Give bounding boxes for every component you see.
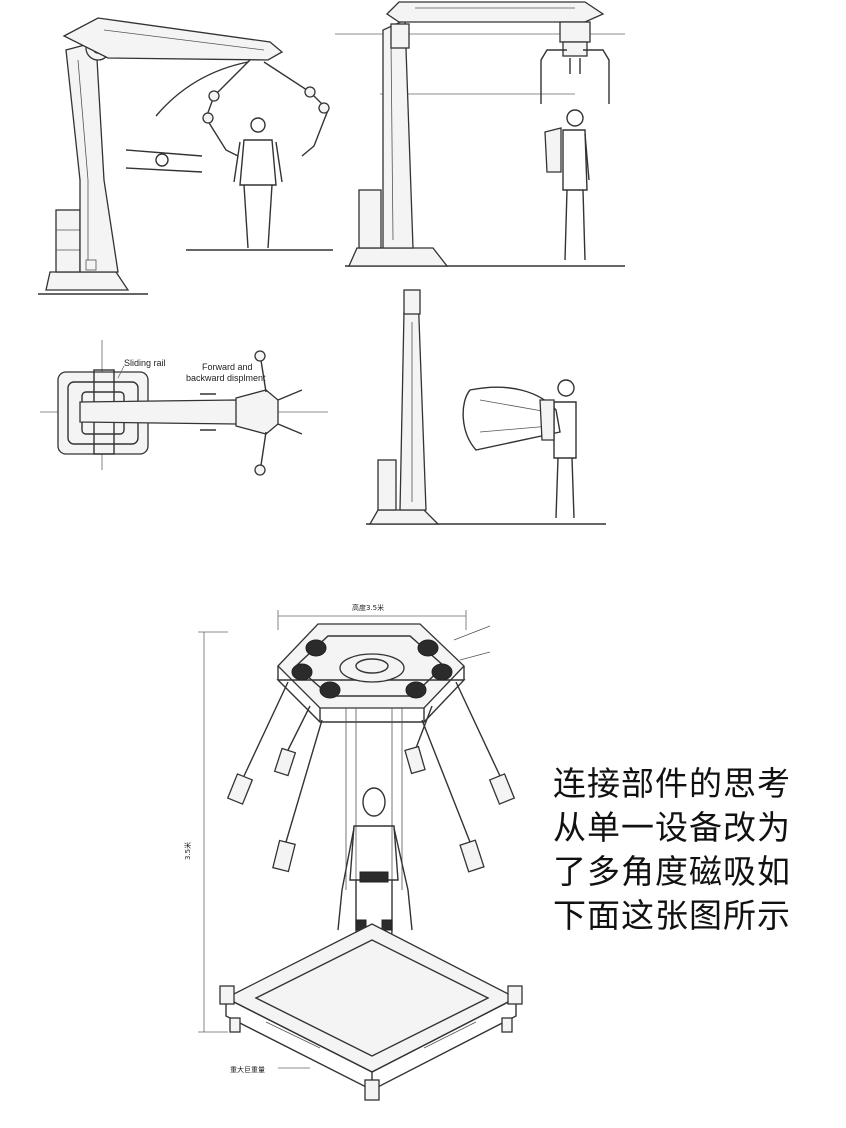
drawing-arm-side-lifted bbox=[360, 282, 610, 532]
drawing-magnetic-frame: 高度3.5米 3.5米 bbox=[170, 590, 550, 1120]
label-sliding-rail: Sliding rail bbox=[124, 358, 166, 368]
drawing-arm-side-person bbox=[335, 0, 630, 275]
label-height-dim: 3.5米 bbox=[183, 842, 192, 860]
label-forward-1: Forward and bbox=[202, 362, 253, 372]
caption-line-1: 连接部件的思考 bbox=[553, 764, 791, 803]
label-forward-2: backward displment bbox=[186, 373, 266, 383]
label-base-note: 重大巨重量 bbox=[230, 1065, 265, 1074]
caption-line-4: 下面这张图所示 bbox=[553, 896, 791, 935]
caption-line-2: 从单一设备改为 bbox=[553, 808, 791, 847]
drawing-top-view: Sliding rail Forward and backward displm… bbox=[40, 340, 330, 500]
caption-line-3: 了多角度磁吸如 bbox=[553, 852, 791, 891]
label-width-dim: 高度3.5米 bbox=[352, 603, 384, 612]
caption-text: 连接部件的思考 从单一设备改为 了多角度磁吸如 下面这张图所示 bbox=[553, 762, 843, 938]
drawing-arm-side-open bbox=[38, 0, 338, 300]
